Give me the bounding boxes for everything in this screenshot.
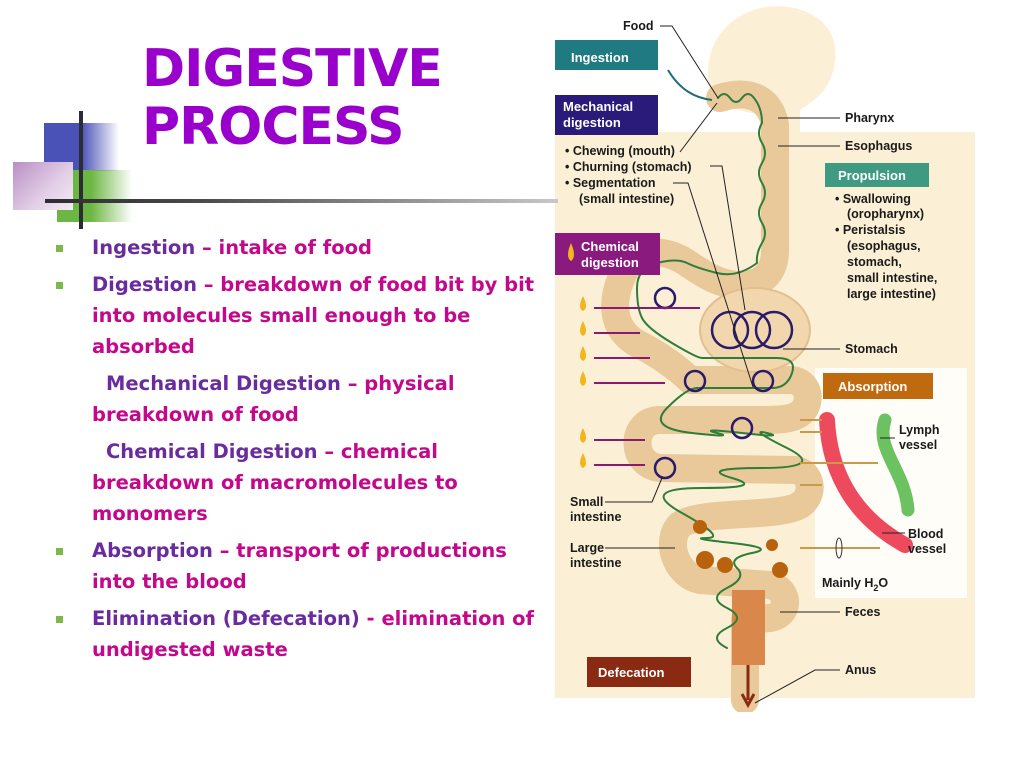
defecation-box [587,657,691,687]
label-large-intestine-2: intestine [570,556,621,570]
label-food: Food [623,19,654,33]
label-lymph-vessel-2: vessel [899,438,937,452]
separator: – [317,440,341,463]
ingestion-arrow [667,69,713,101]
mechanical-item-churning: • Churning (stomach) [565,160,692,174]
label-blood-vessel-1: Blood [908,527,943,541]
definition: elimination of undigested waste [92,607,535,661]
digestive-tract-diagram: Ingestion Mechanical digestion Chemical … [555,6,975,712]
chemical-box-label-2: digestion [581,255,639,270]
separator: – [212,539,237,562]
mechanical-item-segmentation: • Segmentation [565,176,656,190]
propulsion-item-1: • Swallowing [835,192,911,206]
list-item-digestion: Digestion – breakdown of food bit by bit… [50,269,545,362]
label-stomach: Stomach [845,342,898,356]
bullet-marker [56,282,63,289]
definition: breakdown of food bit by bit into molecu… [92,273,535,358]
mechanical-item-segmentation-detail: (small intestine) [579,192,674,206]
leader-lines [605,25,905,704]
lymph-vessel [876,413,915,517]
term: Absorption [92,539,213,562]
term: Elimination (Defecation) [92,607,360,630]
label-esophagus: Esophagus [845,139,912,153]
propulsion-item-2: (oropharynx) [847,207,924,221]
absorption-arrows [800,419,880,549]
ingestion-box [555,40,658,70]
churn-loop [732,310,772,350]
mechanical-digestion-box [555,95,658,135]
rectum [732,590,765,665]
blood-vessel [819,412,913,553]
separator: – [340,372,365,395]
definition: chemical breakdown of macromolecules to … [92,440,458,525]
enzyme-arrows [594,307,700,466]
propulsion-box [825,163,929,187]
propulsion-item-7: large intestine) [847,287,936,301]
propulsion-item-6: small intestine, [847,271,937,285]
bullet-marker [56,548,63,555]
list-item-absorption: Absorption – transport of productions in… [50,535,545,597]
separator: - [359,607,382,630]
tract-outline [601,80,824,712]
bullet-marker [56,616,63,623]
definition: intake of food [218,236,372,259]
list-item-ingestion: Ingestion – intake of food [50,232,545,263]
label-feces: Feces [845,605,880,619]
ingestion-box-label: Ingestion [571,50,629,65]
label-lymph-vessel-1: Lymph [899,423,940,437]
label-large-intestine-1: Large [570,541,604,555]
churn-loop [710,310,750,350]
segment-loop [751,369,775,393]
term: Mechanical Digestion [106,372,341,395]
feces-clumps [693,520,788,578]
definition: physical breakdown of food [92,372,455,426]
bullet-list: Ingestion – intake of food Digestion – b… [50,232,545,671]
definition: transport of productions into the blood [92,539,507,593]
list-item-mechanical-digestion: Mechanical Digestion – physical breakdow… [50,368,545,430]
enzyme-drops [580,296,586,468]
decor-vertical-line [79,111,83,229]
term: Digestion [92,273,197,296]
segment-loop [683,369,707,393]
label-blood-vessel-2: vessel [908,542,946,556]
churn-loop [754,310,794,350]
term: Ingestion [92,236,196,259]
chemical-drop-icon [568,243,574,261]
label-small-intestine-2: intestine [570,510,621,524]
chemical-box-label-1: Chemical [581,239,639,254]
propulsion-item-3: • Peristalsis [835,223,905,237]
mechanical-item-chewing: • Chewing (mouth) [565,144,675,158]
title-line-1: DIGESTIVE [142,39,443,99]
title-underline [45,199,558,203]
propulsion-item-5: stomach, [847,255,902,269]
label-mainly-h2o: Mainly H2O [822,576,888,593]
defecation-box-label: Defecation [598,665,665,680]
mechanical-box-label-2: digestion [563,115,621,130]
segment-loop [653,456,677,480]
term: Chemical Digestion [106,440,318,463]
label-anus: Anus [845,663,876,677]
separator: – [196,273,221,296]
mucosa-wave [636,93,804,649]
slide-title: DIGESTIVE PROCESS [142,39,443,157]
segment-loop [730,416,754,440]
list-item-chemical-digestion: Chemical Digestion – chemical breakdown … [50,436,545,529]
bullet-marker [56,245,63,252]
churning-loops [653,286,794,480]
list-item-elimination: Elimination (Defecation) - elimination o… [50,603,545,665]
separator: – [195,236,219,259]
propulsion-box-label: Propulsion [838,168,906,183]
label-small-intestine-1: Small [570,495,603,509]
mechanical-box-label-1: Mechanical [563,99,633,114]
absorption-box-label: Absorption [838,379,907,394]
label-pharynx: Pharynx [845,111,894,125]
title-line-2: PROCESS [142,97,405,157]
absorption-box [823,373,933,399]
defecation-arrow [740,665,756,709]
water-drop-marker [835,537,843,559]
propulsion-item-4: (esophagus, [847,239,921,253]
